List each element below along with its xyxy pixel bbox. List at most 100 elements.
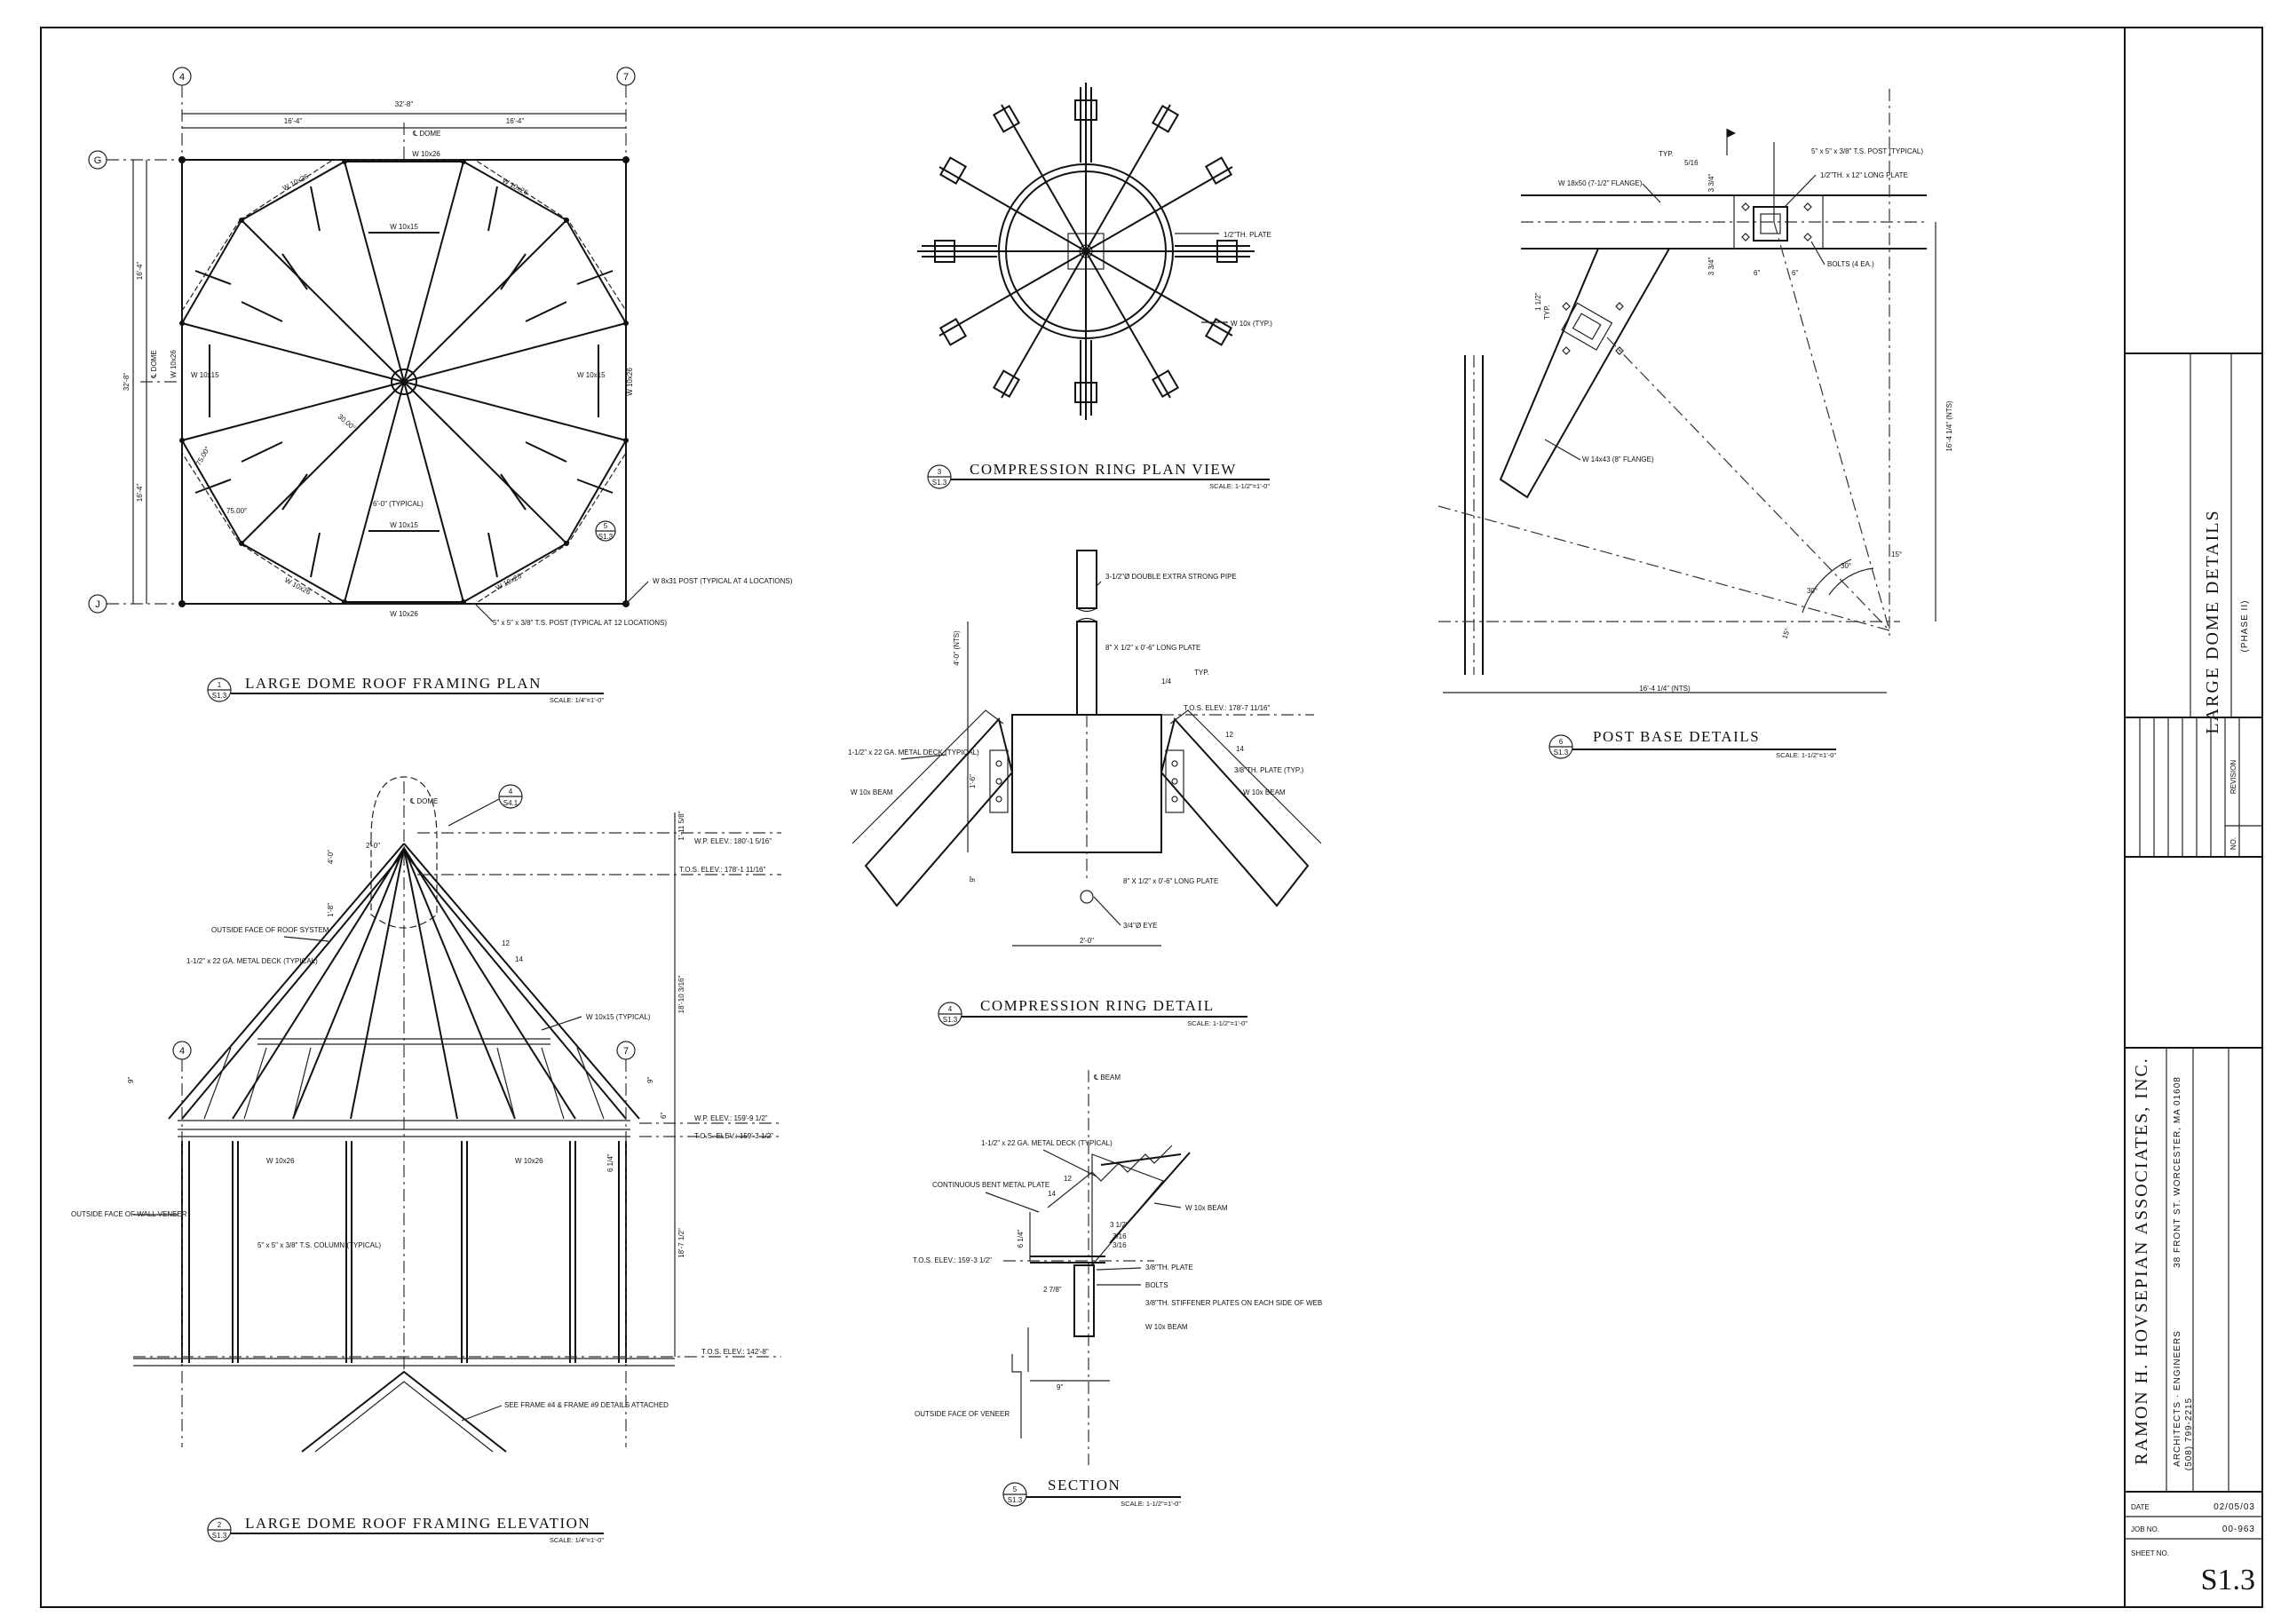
detail-title: COMPRESSION RING DETAIL (980, 997, 1215, 1014)
svg-text:S1.3: S1.3 (212, 692, 227, 700)
dim: 9" (646, 1077, 654, 1083)
note-plate: 8" X 1/2" x 0'-6" LONG PLATE (1123, 877, 1218, 885)
svg-text:S1.3: S1.3 (943, 1016, 958, 1024)
angle-label: 30.00° (337, 413, 358, 432)
date-label: DATE (2131, 1503, 2150, 1511)
typical-dim: 6'-0" (TYPICAL) (373, 500, 424, 508)
grid-label: 7 (623, 1046, 629, 1057)
detail-scale: SCALE: 1-1/2"=1'-0" (1121, 1500, 1181, 1508)
beam-label: W 10x26 (170, 350, 178, 378)
detail-scale: SCALE: 1-1/2"=1'-0" (1776, 751, 1836, 759)
dim: 3/16 (1113, 1241, 1127, 1249)
note-beam: W 10x15 (TYPICAL) (586, 1013, 651, 1021)
note-deck: 1-1/2" x 22 GA. METAL DECK (TYPICAL) (848, 749, 979, 757)
dim: 6 1/4" (606, 1153, 614, 1172)
dim: 16'-4 1/4" (NTS) (1945, 400, 1953, 452)
dim: 9" (127, 1077, 135, 1083)
dim-half: 16'-4" (284, 117, 303, 125)
compression-ring-plan: 1/2"TH. PLATE W 10x (TYP.) (917, 83, 1272, 420)
note-veneer: OUTSIDE FACE OF VENEER (915, 1410, 1010, 1418)
elevation-mark: T.O.S. ELEV.: 178'-1 11/16" (679, 866, 765, 874)
dim: 9" (1057, 1383, 1063, 1391)
dim: 1'-6" (969, 774, 977, 788)
dim: 2'-0" (1080, 937, 1094, 945)
note-plate: 8" X 1/2" x 0'-6" LONG PLATE (1105, 644, 1200, 652)
svg-text:4: 4 (948, 1005, 953, 1013)
elevation-mark: T.O.S. ELEV.: 142'-8" (701, 1348, 769, 1356)
elevation-mark: W.P. ELEV.: 180'-1 5/16" (694, 837, 772, 845)
firm-name: RAMON H. HOVSEPIAN ASSOCIATES, INC. (2132, 1057, 2151, 1465)
title-detail-1: 1 S1.3 LARGE DOME ROOF FRAMING PLAN SCAL… (207, 675, 605, 704)
dim: 9" (969, 875, 977, 882)
dim-half: 16'-4" (506, 117, 525, 125)
dim: 6" (1754, 269, 1760, 277)
ts-note: 5" x 5" x 3/8" T.S. POST (TYPICAL AT 12 … (493, 619, 667, 627)
slope: 12 (1064, 1175, 1072, 1183)
job-value: 00-963 (2222, 1525, 2255, 1534)
beam-label: W 10x26 (283, 576, 313, 597)
angle-label: 15° (1891, 551, 1902, 558)
note-beam: W 10x BEAM (1145, 1323, 1188, 1331)
firm-sub: ARCHITECTS · ENGINEERS (2173, 1330, 2182, 1467)
note-bolts: BOLTS (1145, 1281, 1168, 1289)
dim: 1 1/2" (1534, 292, 1542, 311)
dim-v-total: 32'-8" (123, 373, 131, 392)
svg-text:S1.3: S1.3 (1554, 749, 1569, 757)
roof-framing-plan: 4 7 G J (88, 67, 793, 627)
svg-text:4: 4 (509, 788, 513, 796)
note-roof: OUTSIDE FACE OF ROOF SYSTEM (211, 926, 329, 934)
note-beam: W 10x BEAM (1243, 788, 1286, 796)
slope: 14 (1048, 1190, 1056, 1198)
angle-label: 75.00° (194, 445, 211, 467)
dim: 18'-7 1/2" (677, 1228, 685, 1258)
note-beam: W 10x BEAM (851, 788, 893, 796)
note-plate: 3/8"TH. PLATE (1145, 1264, 1193, 1271)
svg-text:5: 5 (1013, 1485, 1018, 1493)
beam-label: W 10x15 (390, 223, 418, 231)
note-plate-typ: 3/8"TH. PLATE (TYP.) (1234, 766, 1303, 774)
dim: 3 1/2" (1110, 1221, 1129, 1229)
dim: 6" (660, 1113, 668, 1119)
beam-label: W 10x26 (501, 177, 530, 197)
elevation-mark: W.P. ELEV.: 159'-9 1/2" (694, 1114, 768, 1122)
note-eye: 3/4"Ø EYE (1123, 922, 1157, 930)
title-detail-2: 2 S1.3 LARGE DOME ROOF FRAMING ELEVATION… (207, 1515, 604, 1544)
elevation-mark: T.O.S. ELEV.: 159'-3 1/2" (913, 1256, 992, 1264)
beam-label: W 10x26 (626, 368, 634, 396)
svg-text:S1.3: S1.3 (1008, 1496, 1023, 1504)
elevation-mark: T.O.S. ELEV.: 178'-7 11/16" (1184, 704, 1270, 712)
title-detail-3: 3 S1.3 COMPRESSION RING PLAN VIEW SCALE:… (927, 461, 1270, 490)
detail-title: LARGE DOME ROOF FRAMING PLAN (245, 675, 542, 692)
dim: 16'-4 1/4" (NTS) (1639, 685, 1691, 693)
note-pipe: 3-1/2"Ø DOUBLE EXTRA STRONG PIPE (1105, 573, 1237, 581)
compression-ring-detail: 4'-0" (NTS) 1'-6" 9" 2'-0" 3-1/2"Ø DOUBL… (848, 550, 1322, 947)
dome-centerline: ℄ DOME (409, 797, 438, 805)
slope: 12 (502, 939, 510, 947)
dim: 2 7/8" (1043, 1286, 1062, 1294)
title-detail-5: 5 S1.3 SECTION SCALE: 1-1/2"=1'-0" (1002, 1477, 1181, 1508)
slope: 12 (1225, 731, 1233, 739)
section-detail: ℄ BEAM 1-1/2" x 22 GA. METAL DECK (TYPIC… (913, 1070, 1322, 1465)
grid-label: 7 (623, 72, 629, 83)
note-typ: TYP. (1659, 150, 1674, 158)
dim: TYP. (1543, 305, 1551, 320)
note-beam: W 10x BEAM (1185, 1204, 1228, 1212)
dim: 3/16 (1113, 1232, 1127, 1240)
detail-scale: SCALE: 1/4"=1'-0" (550, 696, 605, 704)
angle-label: 30° (1841, 562, 1851, 570)
sheet-number: S1.3 (2201, 1564, 2255, 1596)
note-w10x: W 10x (TYP.) (1231, 320, 1272, 328)
dim: 6" (1792, 269, 1798, 277)
date-value: 02/05/03 (2214, 1502, 2255, 1512)
dim-total: 32'-8" (395, 100, 414, 108)
svg-text:S1.3: S1.3 (932, 479, 947, 487)
drawing-title: LARGE DOME DETAILS (2203, 509, 2222, 733)
note-frames: SEE FRAME #4 & FRAME #9 DETAILS ATTACHED (504, 1401, 669, 1409)
beam-label: W 10x26 (412, 150, 440, 158)
grid-label: 4 (179, 72, 185, 83)
beam-label: W 10x26 (390, 610, 418, 618)
grid-label: 4 (179, 1046, 185, 1057)
angle-label: 15° (1780, 627, 1792, 639)
detail-scale: SCALE: 1-1/2"=1'-0" (1209, 482, 1270, 490)
